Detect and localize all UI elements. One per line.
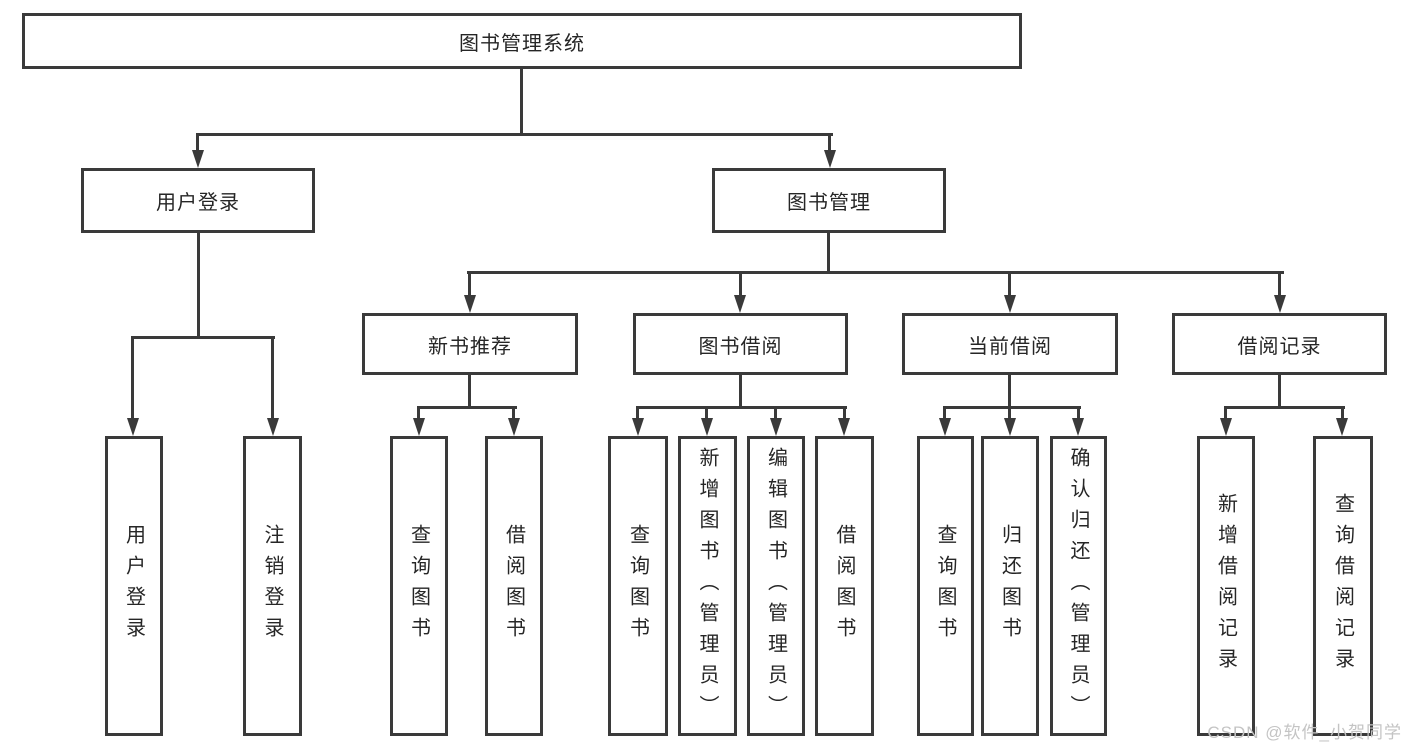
leaf-edit-books-admin: 编辑图书（管理员） [747,436,805,736]
connector-line [774,406,777,420]
connector-line [1077,406,1080,420]
connector-line [468,375,471,406]
connector-line [1224,406,1345,409]
connector-line [1224,406,1227,420]
arrow-down-icon [1220,418,1232,436]
node-label: 用户登录 [156,192,240,214]
connector-line [828,133,831,155]
connector-line [739,375,742,406]
connector-line [1341,406,1344,420]
connector-line [943,406,946,420]
node-new-book-recommend: 新书推荐 [362,313,578,375]
arrow-down-icon [1004,418,1016,436]
node-book-management: 图书管理 [712,168,946,233]
node-label: 图书管理 [787,192,871,214]
leaf-add-books-admin: 新增图书（管理员） [678,436,737,736]
connector-line [131,336,134,420]
connector-line [636,406,639,420]
leaf-label: 用户登录 [122,524,145,648]
leaf-confirm-return-admin: 确认归还（管理员） [1050,436,1107,736]
arrow-down-icon [632,418,644,436]
connector-line [1278,375,1281,406]
connector-line [512,406,515,420]
node-user-login: 用户登录 [81,168,315,233]
connector-line [705,406,708,420]
connector-line [467,271,1284,274]
leaf-label: 查询图书 [934,524,956,648]
arrow-down-icon [413,418,425,436]
leaf-query-books-recommend: 查询图书 [390,436,448,736]
connector-line [196,133,199,155]
node-library-system: 图书管理系统 [22,13,1022,69]
connector-line [1008,271,1011,297]
connector-line [1278,271,1281,297]
node-label: 图书借阅 [698,335,783,358]
leaf-label: 查询图书 [626,524,649,648]
leaf-return-books: 归还图书 [981,436,1039,736]
leaf-label: 借阅图书 [502,524,525,648]
node-borrow-records: 借阅记录 [1172,313,1387,375]
connector-line [636,406,847,409]
leaf-add-borrow-record: 新增借阅记录 [1197,436,1255,736]
arrow-down-icon [127,418,139,436]
connector-line [197,233,200,336]
leaf-logout: 注销登录 [243,436,302,736]
node-book-borrow: 图书借阅 [633,313,848,375]
connector-line [196,133,833,136]
node-label: 新书推荐 [428,335,512,358]
node-label: 借阅记录 [1237,335,1322,358]
leaf-query-books-borrow: 查询图书 [608,436,668,736]
leaf-label: 编辑图书（管理员） [764,446,787,726]
leaf-label: 查询借阅记录 [1331,493,1354,679]
connector-line [843,406,846,420]
connector-line [827,233,830,271]
leaf-label: 查询图书 [407,524,430,648]
connector-line [1008,375,1011,406]
arrow-down-icon [824,150,836,168]
arrow-down-icon [1274,295,1286,313]
leaf-borrow-books-recommend: 借阅图书 [485,436,543,736]
arrow-down-icon [770,418,782,436]
leaf-borrow-books: 借阅图书 [815,436,874,736]
node-label: 当前借阅 [968,335,1052,358]
leaf-label: 新增图书（管理员） [696,446,718,726]
connector-line [739,271,742,297]
connector-line [520,69,523,133]
arrow-down-icon [734,295,746,313]
arrow-down-icon [838,418,850,436]
watermark-text: CSDN @软件_小贺同学 [1207,723,1402,742]
arrow-down-icon [1004,295,1016,313]
arrow-down-icon [1336,418,1348,436]
leaf-label: 注销登录 [261,524,283,648]
arrow-down-icon [1072,418,1084,436]
leaf-label: 归还图书 [998,524,1021,648]
node-label: 图书管理系统 [459,32,585,55]
arrow-down-icon [939,418,951,436]
arrow-down-icon [508,418,520,436]
leaf-query-borrow-record: 查询借阅记录 [1313,436,1373,736]
arrow-down-icon [701,418,713,436]
leaf-label: 借阅图书 [833,524,855,648]
connector-line [131,336,275,339]
leaf-query-books-current: 查询图书 [917,436,974,736]
connector-line [468,271,471,297]
leaf-user-login: 用户登录 [105,436,163,736]
connector-line [1008,406,1011,420]
leaf-label: 确认归还（管理员） [1067,446,1089,726]
connector-line [271,336,274,420]
arrow-down-icon [267,418,279,436]
arrow-down-icon [464,295,476,313]
connector-line [943,406,1081,409]
arrow-down-icon [192,150,204,168]
leaf-label: 新增借阅记录 [1214,493,1237,679]
connector-line [417,406,517,409]
connector-line [417,406,420,420]
node-current-borrow: 当前借阅 [902,313,1118,375]
